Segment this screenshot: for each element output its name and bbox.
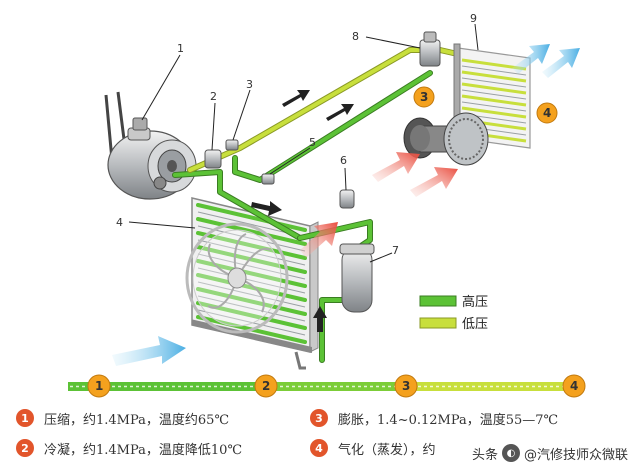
legend-swatch-low-pressure bbox=[419, 317, 457, 329]
cold-air-arrow-condenser bbox=[112, 336, 186, 366]
hot-air-arrow-blower-1 bbox=[372, 152, 420, 182]
step-row-1: 1 压缩，约1.4MPa，温度约65℃ bbox=[16, 406, 229, 430]
expansion-valve bbox=[419, 31, 441, 67]
timeline-stage-4: 4 bbox=[570, 379, 578, 393]
blower-motor bbox=[403, 112, 489, 166]
step-number-2: 2 bbox=[16, 439, 34, 457]
callouts bbox=[128, 23, 479, 263]
step-text-1: 压缩，约1.4MPa，温度约65℃ bbox=[44, 412, 229, 428]
toutiao-logo-icon: ◐ bbox=[501, 444, 520, 462]
cold-air-arrow-evaporator-1 bbox=[512, 44, 550, 74]
step-number-3: 3 bbox=[310, 409, 328, 427]
stage-badge-3: 3 bbox=[420, 90, 428, 104]
flow-arrow-receiver bbox=[313, 306, 327, 332]
step-text-4: 气化（蒸发），约 bbox=[338, 442, 436, 458]
callout-3: 3 bbox=[246, 78, 253, 91]
stage-timeline: 1 2 3 4 bbox=[68, 374, 590, 398]
legend-swatch-high-pressure bbox=[419, 295, 457, 307]
timeline-stage-2: 2 bbox=[262, 379, 270, 393]
legend: 高压 低压 bbox=[419, 294, 488, 332]
legend-label-high-pressure: 高压 bbox=[462, 294, 488, 310]
callout-4: 4 bbox=[116, 216, 123, 229]
condenser bbox=[185, 197, 319, 370]
watermark-platform: 头条 bbox=[471, 447, 498, 463]
timeline-stage-1: 1 bbox=[95, 379, 103, 393]
flow-direction-arrows bbox=[251, 90, 354, 332]
step-text-3: 膨胀，1.4~0.12MPa，温度55—7℃ bbox=[338, 412, 559, 428]
stage-badge-4: 4 bbox=[543, 106, 551, 120]
cold-air-arrow-evaporator-2 bbox=[542, 48, 580, 78]
compressor bbox=[104, 91, 197, 200]
watermark: 头条 ◐ @汽修技师众微联 bbox=[467, 442, 632, 464]
receiver-drier bbox=[339, 243, 375, 313]
callout-2: 2 bbox=[210, 90, 217, 103]
callout-7: 7 bbox=[392, 244, 399, 257]
watermark-account: @汽修技师众微联 bbox=[523, 447, 628, 463]
step-row-3: 3 膨胀，1.4~0.12MPa，温度55—7℃ bbox=[310, 406, 558, 430]
air-flow-arrows bbox=[112, 44, 580, 366]
hot-air-arrow-blower-2 bbox=[410, 167, 458, 197]
flow-arrow-suction bbox=[282, 90, 310, 107]
callout-1: 1 bbox=[177, 42, 184, 55]
step-row-2: 2 冷凝，约1.4MPa，温度降低10℃ bbox=[16, 436, 242, 460]
stage-badges: 3 4 bbox=[413, 86, 558, 124]
callout-5: 5 bbox=[309, 136, 316, 149]
flow-arrow-middle bbox=[326, 104, 354, 121]
flow-arrow-discharge bbox=[251, 201, 282, 216]
legend-label-low-pressure: 低压 bbox=[462, 317, 488, 332]
callout-8: 8 bbox=[352, 30, 359, 43]
hot-air-arrow-condenser bbox=[300, 222, 338, 258]
step-number-4: 4 bbox=[310, 439, 328, 457]
condenser-fan bbox=[185, 222, 306, 370]
timeline-stage-3: 3 bbox=[402, 379, 410, 393]
callout-9: 9 bbox=[470, 12, 477, 25]
step-number-1: 1 bbox=[16, 409, 34, 427]
line-components bbox=[204, 31, 441, 313]
pipes bbox=[172, 47, 465, 363]
step-row-4: 4 气化（蒸发），约 bbox=[310, 436, 436, 460]
callout-6: 6 bbox=[340, 154, 347, 167]
step-text-2: 冷凝，约1.4MPa，温度降低10℃ bbox=[44, 442, 242, 458]
